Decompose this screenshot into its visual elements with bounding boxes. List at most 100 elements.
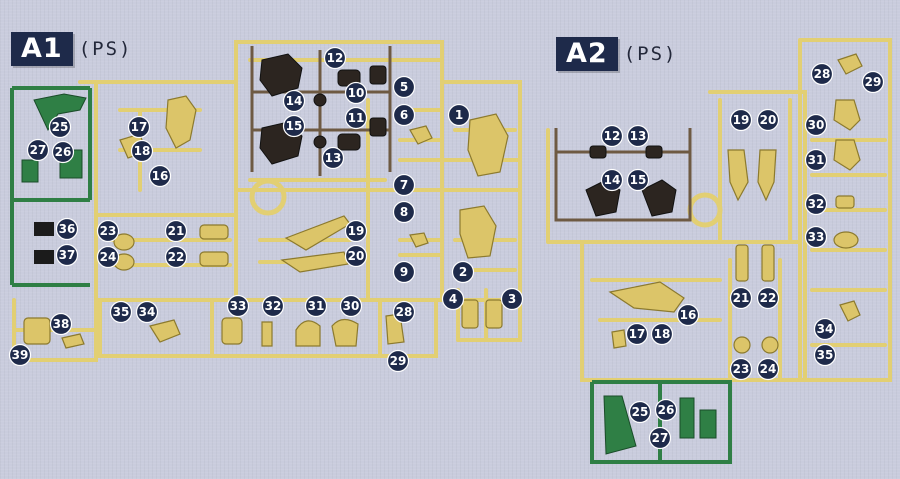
part-number-a1-10: 10 <box>344 81 368 105</box>
runner-a2-frame <box>546 38 892 382</box>
part-number-a1-26: 26 <box>51 140 75 164</box>
part-number-circle <box>626 168 650 192</box>
part-number-label: 24 <box>100 250 117 264</box>
part-number-a1-23: 23 <box>96 219 120 243</box>
part-number-a1-19: 19 <box>344 219 368 243</box>
part-number-label: 21 <box>733 291 750 305</box>
part-number-label: 24 <box>760 362 777 376</box>
part-number-circle <box>148 164 172 188</box>
part-number-label: 11 <box>348 111 365 125</box>
part-number-circle <box>392 300 416 324</box>
part-number-circle <box>339 294 363 318</box>
part-number-circle <box>648 426 672 450</box>
part-number-label: 19 <box>348 224 365 238</box>
part-number-label: 25 <box>632 405 649 419</box>
part-number-label: 15 <box>630 173 647 187</box>
part-number-circle <box>729 357 753 381</box>
part-number-circle <box>756 286 780 310</box>
part-number-circle <box>304 294 328 318</box>
part-number-circle <box>386 349 410 373</box>
part-number-label: 7 <box>400 178 408 192</box>
runner-a1-gate-ring <box>249 178 287 216</box>
part-number-circle <box>392 260 416 284</box>
part-number-label: 5 <box>400 80 408 94</box>
part-number-a1-11: 11 <box>344 106 368 130</box>
part-number-circle <box>261 294 285 318</box>
part-number-label: 17 <box>131 120 148 134</box>
part-number-circle <box>392 200 416 224</box>
part-number-label: 14 <box>286 94 303 108</box>
part-number-label: 38 <box>53 317 70 331</box>
part-number-a1-27: 27 <box>26 138 50 162</box>
part-number-circle <box>628 400 652 424</box>
part-number-a1-39: 39 <box>8 343 32 367</box>
part-number-circle <box>810 62 834 86</box>
part-number-circle <box>804 192 828 216</box>
part-number-circle <box>55 243 79 267</box>
part-number-circle <box>451 260 475 284</box>
part-number-a2-25: 25 <box>628 400 652 424</box>
part-number-circle <box>729 108 753 132</box>
part-number-label: 17 <box>629 327 646 341</box>
part-number-a2-23: 23 <box>729 357 753 381</box>
part-number-circle <box>344 244 368 268</box>
part-number-label: 26 <box>658 403 675 417</box>
part-number-label: 37 <box>59 248 76 262</box>
part-number-a1-17: 17 <box>127 115 151 139</box>
part-number-a1-2: 2 <box>451 260 475 284</box>
part-number-label: 2 <box>459 265 467 279</box>
part-number-circle <box>127 115 151 139</box>
part-number-label: 22 <box>168 250 185 264</box>
part-number-a2-15: 15 <box>626 168 650 192</box>
part-number-label: 31 <box>808 153 825 167</box>
part-number-circle <box>804 113 828 137</box>
part-number-label: 8 <box>400 205 408 219</box>
part-number-label: 33 <box>230 299 247 313</box>
part-number-circle <box>813 343 837 367</box>
part-number-circle <box>861 70 885 94</box>
part-number-circle <box>756 108 780 132</box>
part-number-circle <box>600 168 624 192</box>
part-number-circle <box>130 139 154 163</box>
part-number-circle <box>344 106 368 130</box>
part-number-a1-4: 4 <box>441 287 465 311</box>
part-number-label: 34 <box>817 322 834 336</box>
part-number-a2-33: 33 <box>804 225 828 249</box>
part-number-circle <box>226 294 250 318</box>
part-number-a1-6: 6 <box>392 103 416 127</box>
part-number-circle <box>729 286 753 310</box>
part-number-a2-24: 24 <box>756 357 780 381</box>
part-number-label: 28 <box>396 305 413 319</box>
part-number-a2-28: 28 <box>810 62 834 86</box>
part-number-label: 16 <box>152 169 169 183</box>
part-number-label: 35 <box>113 305 130 319</box>
part-number-label: 30 <box>343 299 360 313</box>
part-number-label: 34 <box>139 305 156 319</box>
part-number-a1-30: 30 <box>339 294 363 318</box>
part-number-a1-22: 22 <box>164 245 188 269</box>
part-number-a1-8: 8 <box>392 200 416 224</box>
part-number-label: 32 <box>808 197 825 211</box>
part-number-circle <box>813 317 837 341</box>
part-number-circle <box>392 103 416 127</box>
part-number-label: 6 <box>400 108 408 122</box>
part-number-label: 33 <box>808 230 825 244</box>
part-number-a1-16: 16 <box>148 164 172 188</box>
part-number-label: 3 <box>508 292 516 306</box>
part-number-circle <box>323 46 347 70</box>
part-number-label: 23 <box>733 362 750 376</box>
part-number-label: 18 <box>654 327 671 341</box>
part-number-label: 14 <box>604 173 621 187</box>
runner-a1-material: (PS) <box>78 38 133 60</box>
part-number-label: 4 <box>449 292 457 306</box>
part-number-circle <box>55 217 79 241</box>
part-number-a2-29: 29 <box>861 70 885 94</box>
part-number-a1-34: 34 <box>135 300 159 324</box>
runner-a1-header: A1 (PS) <box>11 32 132 66</box>
part-number-circle <box>392 173 416 197</box>
runner-a2-green-section <box>590 380 732 464</box>
part-number-label: 36 <box>59 222 76 236</box>
